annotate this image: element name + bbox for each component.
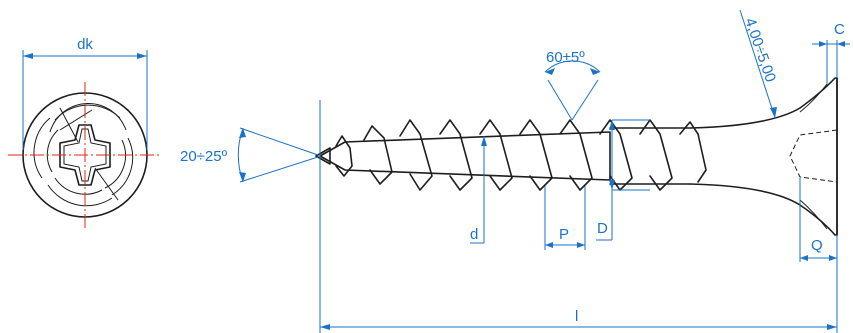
head-end-view	[8, 82, 162, 228]
thread-angle-label: 60±5º	[546, 49, 585, 66]
dim-dk: dk	[22, 36, 148, 150]
screw-core	[319, 131, 611, 181]
dim-p: P	[544, 186, 586, 250]
d-label: d	[470, 226, 478, 243]
head-recess	[789, 129, 838, 183]
screw-tip	[315, 147, 331, 165]
screw-side-view	[315, 77, 838, 236]
dim-d: d	[470, 136, 487, 244]
head-ridges	[33, 102, 134, 207]
screw-threads	[335, 119, 707, 191]
phillips-recess	[59, 124, 111, 186]
major-d-label: D	[597, 220, 608, 237]
point-angle-label: 20÷25º	[180, 148, 228, 165]
length-label: l	[575, 308, 578, 325]
screw-head	[689, 77, 838, 236]
dim-major-d: D	[596, 119, 650, 241]
dim-point-angle: 20÷25º	[180, 127, 319, 183]
c-label: C	[834, 21, 845, 38]
dim-length: l	[319, 100, 838, 333]
dim-thread-angle: 60±5º	[544, 49, 601, 121]
q-label: Q	[811, 237, 823, 254]
dk-label: dk	[77, 36, 93, 53]
dim-c: C	[812, 21, 850, 84]
dim-head-angle: 4,00÷5,00	[739, 9, 779, 119]
head-angle-label: 4,00÷5,00	[741, 16, 779, 85]
dim-q: Q	[799, 178, 838, 262]
p-label: P	[559, 226, 569, 243]
